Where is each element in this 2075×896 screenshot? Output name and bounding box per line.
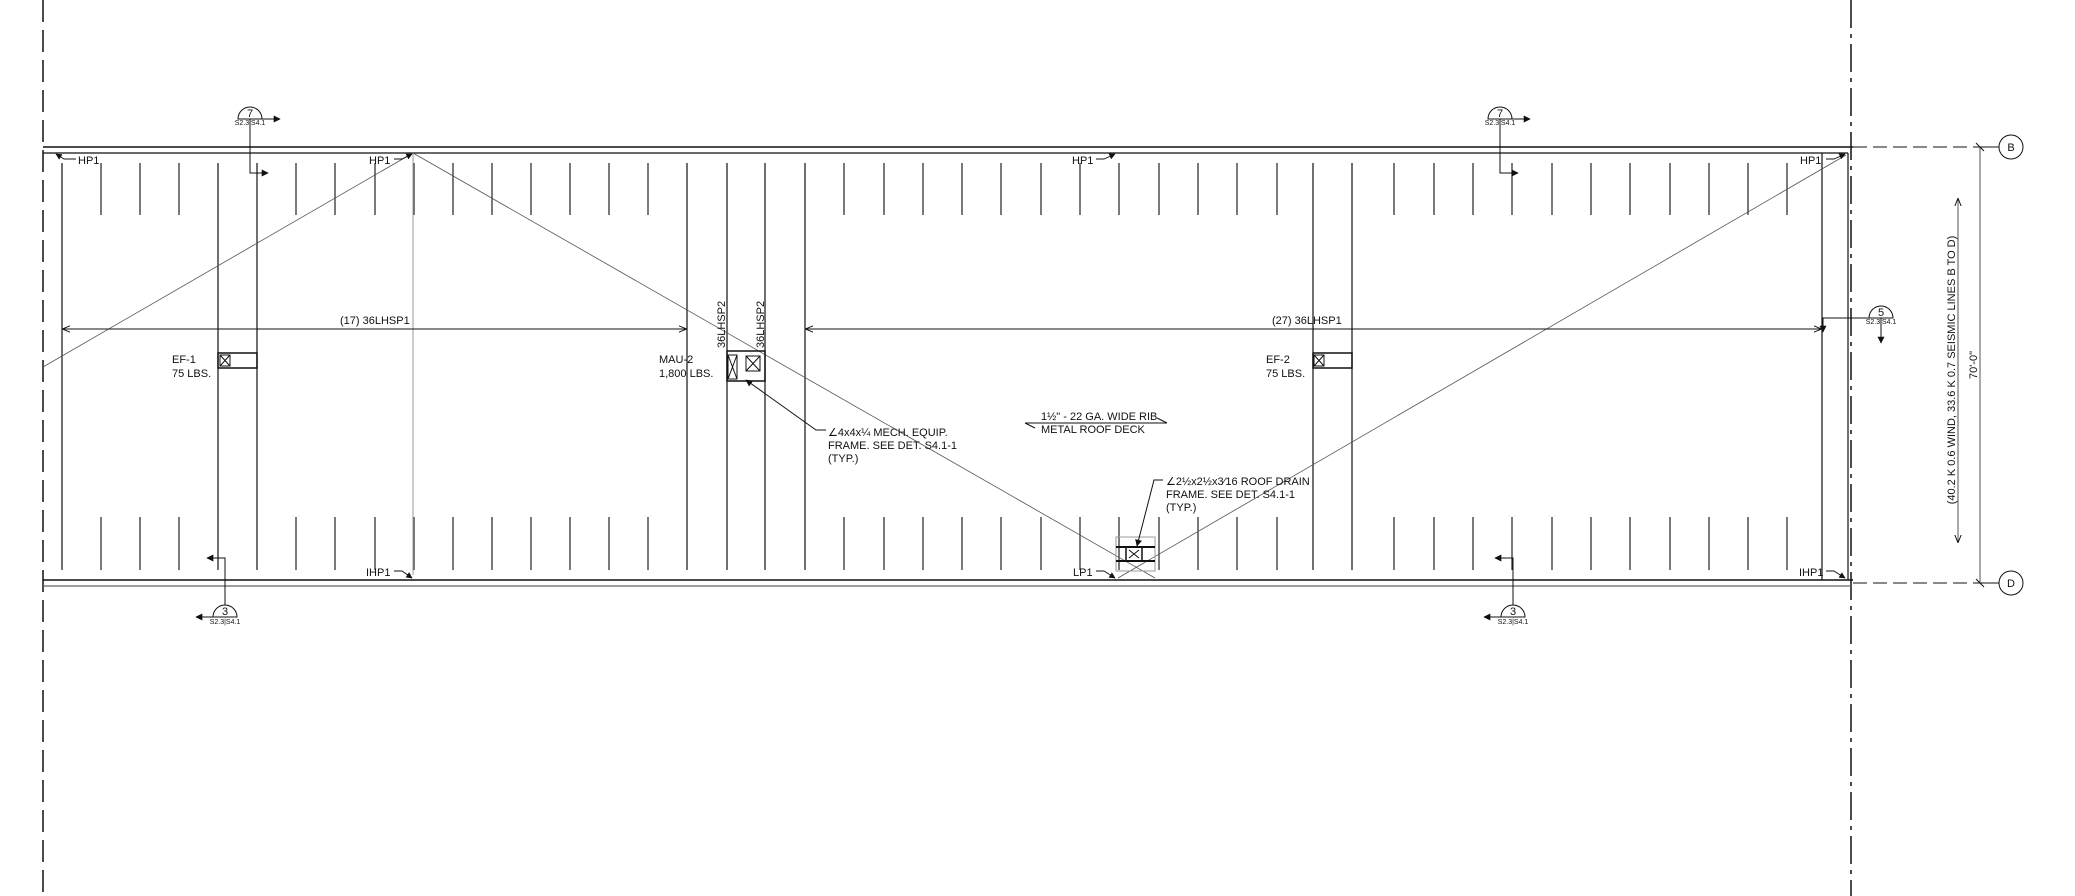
mech-frame-leader bbox=[745, 379, 826, 431]
hp1-label-1: HP1 bbox=[78, 155, 99, 167]
gridline-extensions bbox=[1853, 142, 1999, 588]
deck-span-symbol bbox=[1024, 417, 1168, 429]
roof-drain-frame bbox=[1115, 536, 1156, 572]
gridline-bubble-d: D bbox=[1998, 570, 2024, 596]
left-span-label: (17) 36LHSP1 bbox=[340, 315, 410, 327]
ihp1-label-2: IHP1 bbox=[1799, 567, 1823, 579]
section-marker-3-right[interactable]: 3 S2.3|S4.1 bbox=[1483, 554, 1529, 626]
drainage-slope-lines bbox=[42, 152, 1847, 579]
deck-note-2: METAL ROOF DECK bbox=[1041, 424, 1146, 436]
section-marker-7-left[interactable]: 7 S2.3|S4.1 bbox=[235, 106, 281, 177]
section-marker-5[interactable]: 5 S2.3|S4.1 bbox=[1819, 305, 1897, 344]
point-leaders bbox=[55, 153, 1846, 579]
mau-2-weight: 1,800 LBS. bbox=[659, 368, 713, 380]
section-number: 3 bbox=[1510, 606, 1516, 618]
hp1-label-4: HP1 bbox=[1800, 155, 1821, 167]
deck-note-1: 1½" - 22 GA. WIDE RIB bbox=[1041, 411, 1157, 423]
mau-2-label: MAU-2 bbox=[659, 354, 693, 366]
joist-lines bbox=[61, 153, 1788, 575]
ef-2-label: EF-2 bbox=[1266, 354, 1290, 366]
mech-frame-note-3: (TYP.) bbox=[828, 453, 858, 465]
section-sheets: S2.3|S4.1 bbox=[210, 619, 241, 626]
section-sheets: S2.3|S4.1 bbox=[1866, 319, 1897, 326]
ef-1-weight: 75 LBS. bbox=[172, 368, 211, 380]
section-marker-3-left[interactable]: 3 S2.3|S4.1 bbox=[195, 554, 241, 626]
ef-2-frame bbox=[1312, 352, 1353, 369]
section-sheets: S2.3|S4.1 bbox=[235, 120, 266, 127]
drain-frame-leader bbox=[1135, 479, 1163, 547]
drain-frame-note-1: ∠2½x2½x3⁄16 ROOF DRAIN bbox=[1166, 476, 1310, 488]
drain-frame-note-3: (TYP.) bbox=[1166, 502, 1196, 514]
building-outline bbox=[42, 0, 1853, 896]
right-span-label: (27) 36LHSP1 bbox=[1272, 315, 1342, 327]
mau-2-frame bbox=[726, 350, 766, 382]
section-number: 7 bbox=[1497, 108, 1503, 120]
mech-frame-note-2: FRAME. SEE DET. S4.1-1 bbox=[828, 440, 957, 452]
lp1-label: LP1 bbox=[1073, 567, 1093, 579]
gridline-d-label: D bbox=[2007, 578, 2015, 590]
section-number: 5 bbox=[1878, 307, 1884, 319]
gridline-bubble-b: B bbox=[1998, 134, 2024, 160]
mid-joist-label-2: 36LHSP2 bbox=[755, 301, 767, 348]
drain-frame-note-2: FRAME. SEE DET. S4.1-1 bbox=[1166, 489, 1295, 501]
section-number: 3 bbox=[222, 606, 228, 618]
ef-1-frame bbox=[217, 352, 258, 369]
mid-joist-label-1: 36LHSP2 bbox=[716, 301, 728, 348]
section-sheets: S2.3|S4.1 bbox=[1498, 619, 1529, 626]
overall-dimension-label: 70'-0" bbox=[1968, 351, 1980, 379]
section-sheets: S2.3|S4.1 bbox=[1485, 120, 1516, 127]
hp1-label-2: HP1 bbox=[369, 155, 390, 167]
ef-2-weight: 75 LBS. bbox=[1266, 368, 1305, 380]
hp1-label-3: HP1 bbox=[1072, 155, 1093, 167]
lateral-loads-label: (40.2 K 0.6 WIND, 33.6 K 0.7 SEISMIC LIN… bbox=[1946, 236, 1958, 505]
ihp1-label-1: IHP1 bbox=[366, 567, 390, 579]
mech-frame-note-1: ∠4x4x¼ MECH. EQUIP. bbox=[828, 427, 948, 439]
gridline-b-label: B bbox=[2007, 142, 2014, 154]
section-number: 7 bbox=[247, 108, 253, 120]
ef-1-label: EF-1 bbox=[172, 354, 196, 366]
section-marker-7-right[interactable]: 7 S2.3|S4.1 bbox=[1485, 106, 1531, 177]
